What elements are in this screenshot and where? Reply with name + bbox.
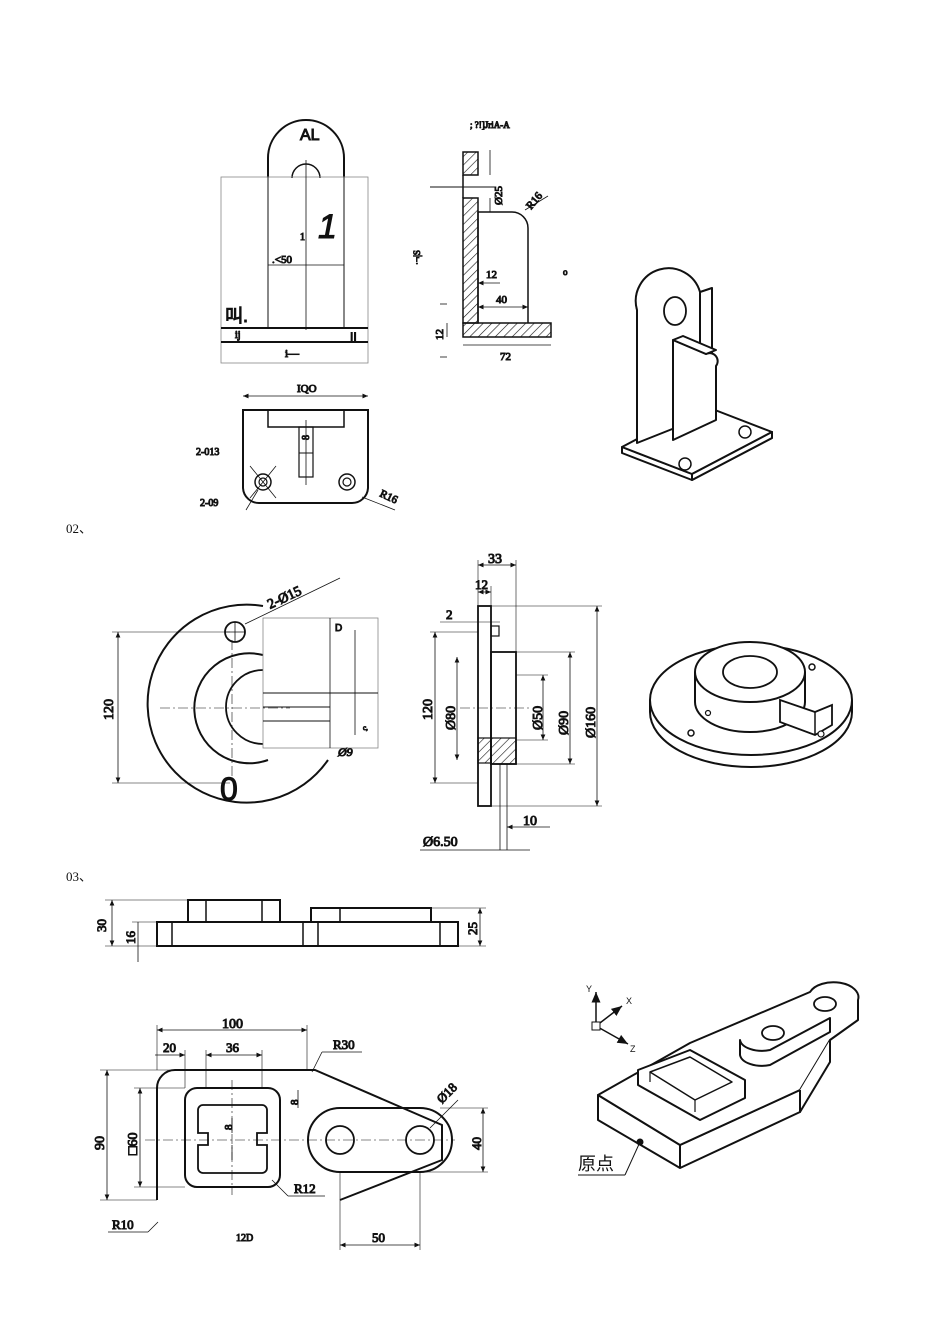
side-w10: 10: [523, 814, 537, 829]
side-d90: Ø90: [557, 711, 572, 735]
top-8: 8: [301, 435, 312, 440]
top3-w20: 20: [163, 1040, 176, 1055]
section-title: ; ?!]JriA-A: [470, 120, 510, 130]
top3-r30: R30: [333, 1037, 355, 1052]
front-small-1: 1: [300, 232, 305, 243]
top-2013: 2-013: [196, 447, 219, 458]
top3-w50: 50: [372, 1230, 385, 1245]
side-w12: 12: [475, 577, 488, 592]
flange-d9: Ø9: [337, 745, 353, 759]
top-209: 2-09: [200, 498, 218, 509]
iso-flange: [649, 641, 853, 768]
top3-w100: 100: [222, 1017, 243, 1032]
section-02-label: 02、: [66, 521, 92, 536]
side-d160: Ø160: [584, 707, 599, 738]
front-ij: ij: [235, 330, 241, 341]
side-h25: 25: [465, 922, 480, 935]
flange-c-mark: c,: [363, 724, 368, 732]
part3-top-view: 100 20 36 R30 90 □60 8 8 Ø18: [93, 1017, 488, 1250]
part3-side-view: 30 16 25: [94, 899, 486, 962]
sec-72: 72: [500, 351, 511, 363]
section-03-label: 03、: [66, 869, 92, 884]
side-d50: Ø50: [531, 706, 546, 730]
top3-r10: R10: [112, 1217, 134, 1232]
side-w33: 33: [488, 552, 502, 567]
axis-y-label: Y: [586, 984, 592, 994]
top3-w8a: 8: [223, 1124, 235, 1130]
top3-w120: 12D: [236, 1233, 253, 1244]
flange-front-view: 2-Ø15 D c, 120 Ø9 0: [102, 577, 379, 808]
top3-h90: 90: [93, 1136, 108, 1150]
top3-r12: R12: [294, 1181, 316, 1196]
top3-w8b: 8: [289, 1099, 301, 1105]
iso-bracket: [621, 267, 773, 481]
flange-side-view: 33 12 2 120 Ø80 Ø50 Ø90 Ø160 10: [420, 552, 602, 851]
drawing-2: 2-Ø15 D c, 120 Ø9 0: [102, 552, 853, 851]
front-dim-50: .<50: [272, 254, 292, 266]
sec-40: 40: [496, 294, 508, 306]
side-h16: 16: [123, 931, 138, 945]
axis-x-label: X: [626, 996, 632, 1006]
front-mark-1: 1: [318, 208, 337, 246]
axis-triad: Y X Z: [586, 984, 636, 1054]
side-w2: 2: [446, 607, 453, 622]
drawing-3: 30 16 25 100 20: [93, 899, 860, 1250]
axis-z-label: Z: [630, 1044, 636, 1054]
top3-w36: 36: [226, 1040, 240, 1055]
front-chinese-text: 叫.: [225, 306, 248, 326]
top-view: IQO 8 2-013 2-09 R16: [196, 383, 400, 511]
top3-h40: 40: [469, 1137, 484, 1150]
sec-d25: Ø25: [493, 186, 505, 205]
flange-d15: 2-Ø15: [265, 584, 304, 613]
front-i: i—: [285, 348, 300, 360]
side-d80: Ø80: [444, 706, 459, 730]
side-h30: 30: [94, 919, 109, 932]
sec-s: ·¬|S: [412, 250, 422, 265]
front-view: AL 1 1 .<50 叫. ij II i—: [220, 119, 369, 364]
sec-12b: 12: [434, 329, 446, 340]
flange-zero: 0: [220, 771, 238, 807]
side-d650: Ø6.50: [423, 835, 458, 850]
section-view: ; ?!]JriA-A Ø25 R16 ·¬|S 12 o 40 12 72: [412, 120, 569, 364]
iso-part3: 原点: [578, 981, 860, 1176]
sec-12a: 12: [486, 269, 497, 281]
drawing-1: AL 1 1 .<50 叫. ij II i— ; ?!]JriA-A: [196, 119, 773, 511]
flange-h120: 120: [102, 699, 117, 720]
origin-label: 原点: [578, 1154, 614, 1174]
top3-sq60: □60: [126, 1133, 141, 1155]
front-ii: II: [350, 330, 357, 344]
top-r16: R16: [378, 488, 400, 507]
front-title: AL: [300, 127, 320, 144]
side-h120b: 120: [421, 699, 436, 720]
sec-o: o: [563, 267, 568, 277]
top-100: IQO: [297, 383, 317, 395]
flange-d-label: D: [335, 623, 342, 634]
